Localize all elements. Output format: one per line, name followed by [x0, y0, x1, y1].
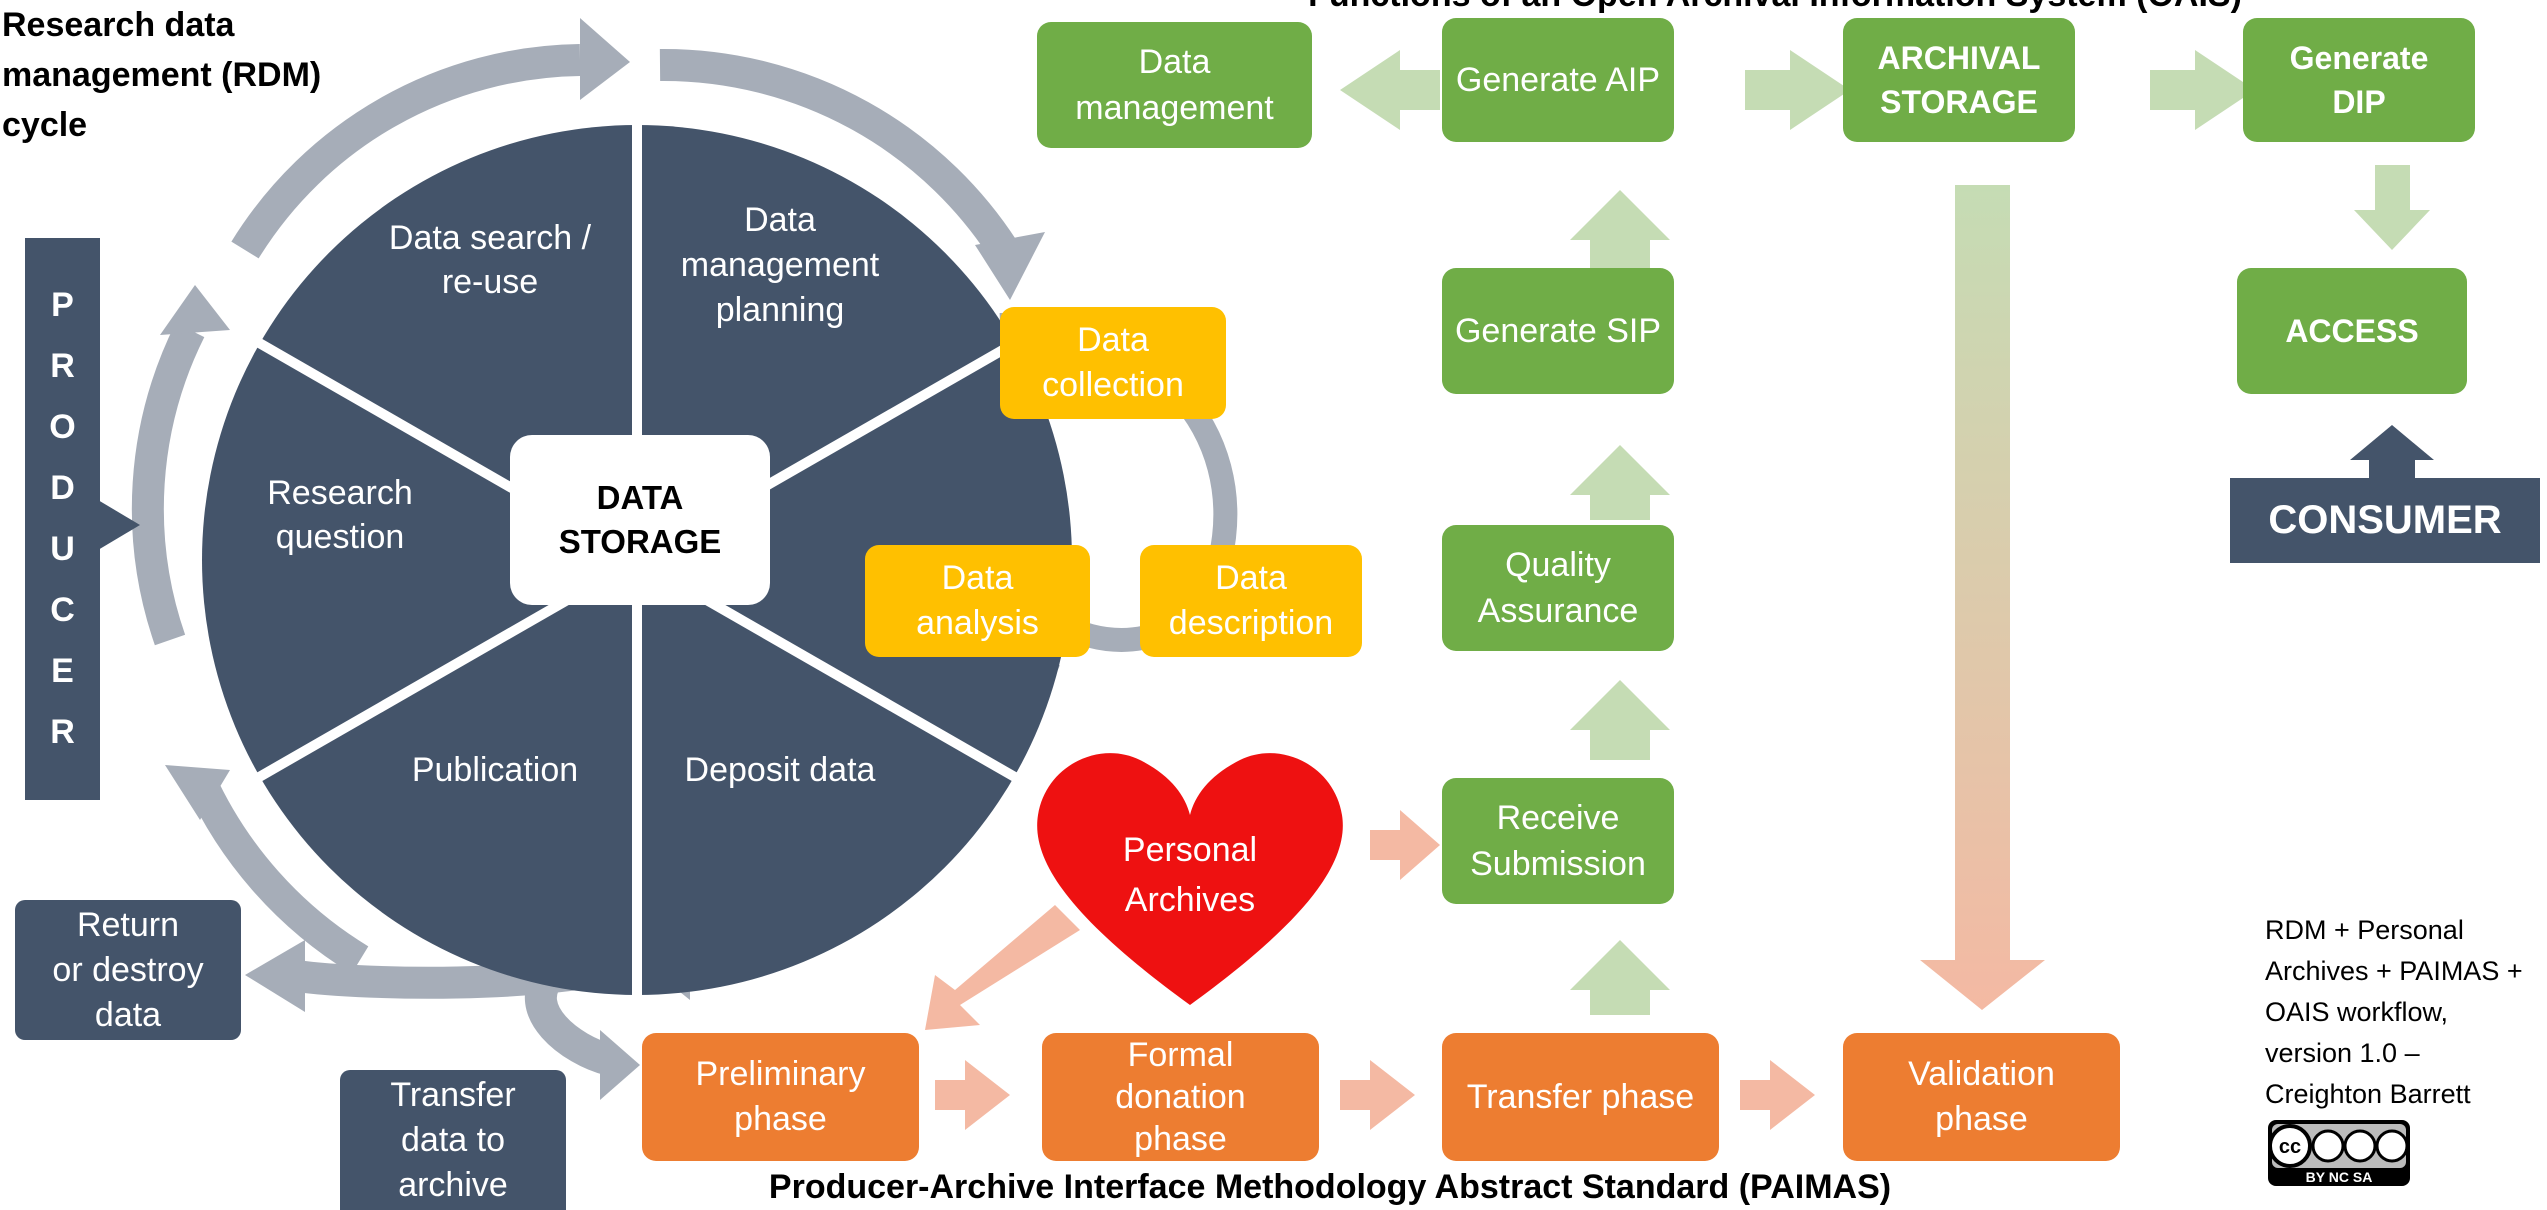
data-management-box: Data management [1037, 22, 1312, 148]
generate-dip-label: Generate DIP [2289, 40, 2429, 120]
consumer-label: CONSUMER [2268, 498, 2502, 542]
paimas-arrows [925, 810, 1815, 1130]
archival-storage-box: ARCHIVAL STORAGE [1843, 18, 2075, 142]
transfer-phase-label: Transfer phase [1466, 1077, 1695, 1116]
preliminary-phase-label: Preliminary phase [695, 1055, 866, 1138]
oais-title: Functions of an Open Archival Informatio… [1260, 0, 2290, 20]
data-description-box: Data description [1140, 545, 1362, 657]
rdm-title: Research data management (RDM) cycle [2, 6, 322, 144]
segment-deposit-data: Deposit data [684, 750, 876, 789]
producer-label: P R O D U C E R [49, 286, 76, 751]
return-destroy-box: Return or destroy data [15, 900, 241, 1040]
generate-dip-box: Generate DIP [2243, 18, 2475, 142]
data-storage-label: DATA STORAGE [558, 479, 722, 560]
heart-shape [1037, 753, 1343, 1005]
cc-license-label: BY NC SA [2305, 1169, 2373, 1185]
segment-research-question: Research question [267, 474, 413, 556]
consumer-up-arrow-icon [2350, 425, 2434, 480]
generate-aip-label: Generate AIP [1455, 60, 1661, 99]
producer-arrow-icon [98, 500, 140, 550]
validation-phase-box: Validation phase [1843, 1033, 2120, 1161]
data-collection-label: Data collection [1042, 321, 1184, 404]
return-destroy-label: Return or destroy data [52, 905, 204, 1034]
transfer-phase-box: Transfer phase [1442, 1033, 1719, 1161]
quality-assurance-box: Quality Assurance [1442, 525, 1674, 651]
data-management-label: Data management [1075, 43, 1274, 127]
cc-license-icon: cc [2268, 1120, 2410, 1186]
access-box: ACCESS [2237, 268, 2467, 394]
formal-donation-label: Formal donation phase [1115, 1036, 1246, 1158]
generate-aip-box: Generate AIP [1442, 18, 1674, 142]
validation-phase-label: Validation phase [1908, 1055, 2055, 1138]
segment-data-search: Data search / re-use [388, 219, 592, 301]
quality-assurance-label: Quality Assurance [1477, 546, 1639, 630]
transfer-archive-box: Transfer data to archive [340, 1070, 566, 1210]
formal-donation-box: Formal donation phase [1042, 1033, 1319, 1161]
generate-sip-box: Generate SIP [1442, 268, 1674, 394]
receive-submission-box: Receive Submission [1442, 778, 1674, 904]
segment-publication: Publication [411, 750, 579, 789]
svg-text:cc: cc [2279, 1136, 2301, 1158]
producer-bar: P R O D U C E R [25, 238, 100, 800]
paimas-title: Producer-Archive Interface Methodology A… [768, 1168, 1892, 1206]
archival-storage-label: ARCHIVAL STORAGE [1877, 40, 2041, 120]
oais-arrows [1340, 50, 2430, 1015]
data-analysis-label: Data analysis [916, 559, 1039, 642]
receive-submission-label: Receive Submission [1470, 799, 1646, 883]
consumer-box: CONSUMER [2230, 478, 2540, 563]
generate-sip-label: Generate SIP [1454, 311, 1661, 350]
storage-to-validation-arrow [1920, 185, 2045, 1010]
personal-archives-label: Personal Archives [1122, 831, 1258, 919]
data-analysis-box: Data analysis [865, 545, 1090, 657]
data-description-label: Data description [1168, 559, 1334, 642]
credit-text: RDM + Personal Archives + PAIMAS + OAIS … [2265, 915, 2523, 1109]
segment-planning: Data management planning [680, 200, 880, 329]
access-label: ACCESS [2285, 312, 2419, 349]
preliminary-phase-box: Preliminary phase [642, 1033, 919, 1161]
data-storage-box: DATA STORAGE [510, 435, 770, 605]
transfer-archive-label: Transfer data to archive [390, 1075, 516, 1204]
data-collection-box: Data collection [1000, 307, 1226, 419]
